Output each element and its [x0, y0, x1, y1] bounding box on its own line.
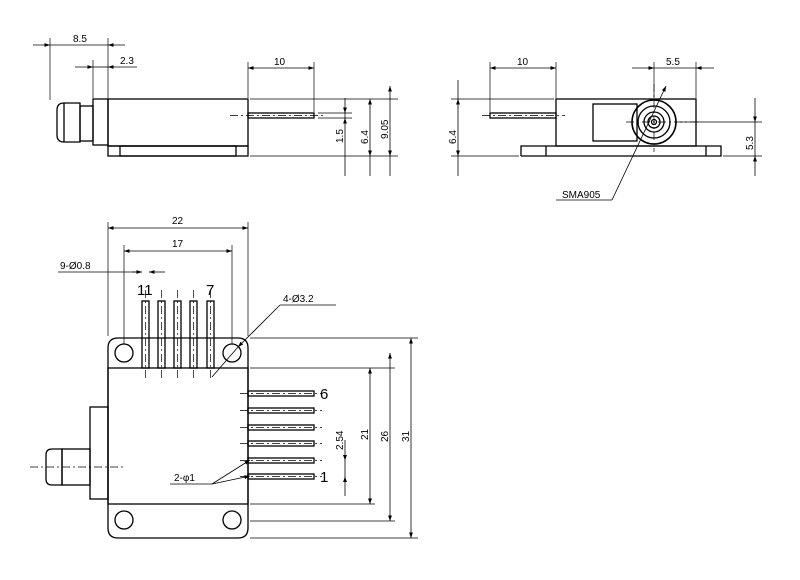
dim-front-lead-length: 10 [517, 57, 529, 68]
right-pins [240, 390, 322, 480]
label-connector: SMA905 [562, 190, 601, 201]
dim-top-pitch: 2.54 [335, 430, 346, 450]
dim-side-lead-height: 1.5 [335, 129, 346, 143]
dim-front-body-height: 6.4 [448, 130, 459, 144]
side-view: 8.5 2.3 10 1.5 6.4 9.05 [33, 34, 398, 176]
label-mount-holes: 4-Ø3.2 [283, 294, 314, 305]
dim-top-pin-span: 17 [172, 239, 184, 250]
dim-front-connector-height: 5.3 [745, 136, 756, 150]
top-view: 22 17 9-Ø0.8 11 7 6 1 4-Ø3.2 2-φ1 2.54 [30, 216, 418, 539]
dim-top-height-26: 26 [380, 430, 391, 442]
label-pin-1: 1 [320, 469, 328, 486]
dim-front-connector-offset: 5.5 [666, 57, 680, 68]
label-pin-11: 11 [137, 282, 153, 299]
dim-top-width: 22 [172, 216, 184, 227]
dim-side-flange-width: 2.3 [120, 56, 134, 67]
label-side-pin-diameter: 2-φ1 [174, 473, 195, 484]
dim-side-lead-length: 10 [274, 57, 286, 68]
dim-side-total-height: 9.05 [380, 119, 391, 139]
label-pin-6: 6 [320, 386, 328, 403]
label-top-pin-diameter: 9-Ø0.8 [60, 261, 91, 272]
dim-top-height-31: 31 [401, 430, 412, 442]
front-view: 10 5.5 6.4 5.3 SMA905 [448, 57, 762, 201]
dim-side-total-width: 8.5 [73, 34, 87, 45]
dim-side-body-height: 6.4 [360, 130, 371, 144]
top-pins [141, 290, 215, 378]
label-pin-7: 7 [206, 282, 214, 299]
dim-top-height-21: 21 [360, 428, 371, 440]
